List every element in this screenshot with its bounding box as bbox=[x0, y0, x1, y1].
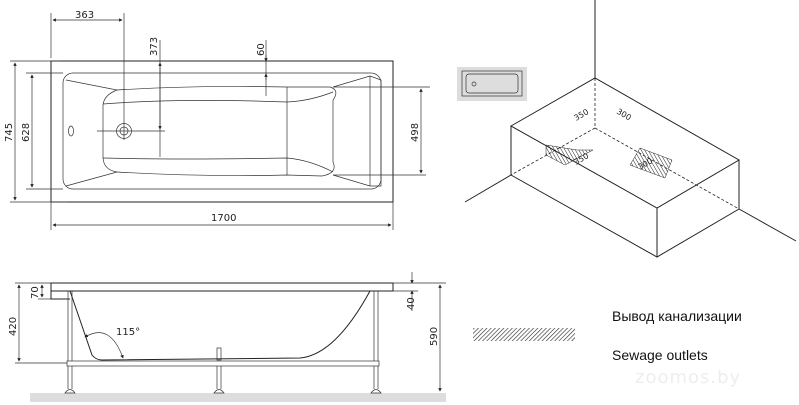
frame-rail bbox=[66, 360, 380, 367]
dim-1700: 1700 bbox=[211, 213, 236, 224]
angle-115: 115° bbox=[116, 327, 140, 338]
dim-498: 498 bbox=[410, 123, 421, 142]
legend-label-en: Sewage outlets bbox=[612, 347, 708, 363]
outlet-2 bbox=[629, 147, 673, 179]
dim-745: 745 bbox=[4, 123, 15, 142]
dim-420: 420 bbox=[8, 317, 19, 336]
iso-dim-b: 300 bbox=[615, 107, 633, 122]
dim-40: 40 bbox=[406, 297, 417, 310]
side-view: 115° 420 70 40 590 bbox=[8, 272, 446, 402]
plan-view: 363 373 60 745 628 498 1700 bbox=[4, 10, 430, 230]
iso-view: 350 300 350 300 bbox=[457, 0, 797, 258]
legend-label-ru: Вывод канализации bbox=[612, 308, 742, 324]
thumbnail-tub bbox=[461, 70, 523, 97]
floor bbox=[30, 393, 446, 402]
thumbnail-bg bbox=[457, 67, 527, 101]
dim-70: 70 bbox=[30, 286, 41, 299]
dim-590: 590 bbox=[429, 327, 440, 346]
dim-628: 628 bbox=[21, 123, 32, 142]
tub-rim-side bbox=[50, 282, 394, 292]
dim-60: 60 bbox=[256, 43, 267, 56]
legend-hatch-swatch bbox=[473, 328, 575, 341]
outlet-1 bbox=[545, 144, 594, 166]
tub-outline bbox=[50, 60, 394, 203]
watermark: zoomos.by bbox=[635, 367, 742, 388]
dim-373: 373 bbox=[149, 37, 160, 56]
overflow-icon bbox=[68, 125, 74, 137]
iso-dim-a: 350 bbox=[573, 107, 591, 122]
dim-363: 363 bbox=[75, 10, 94, 21]
